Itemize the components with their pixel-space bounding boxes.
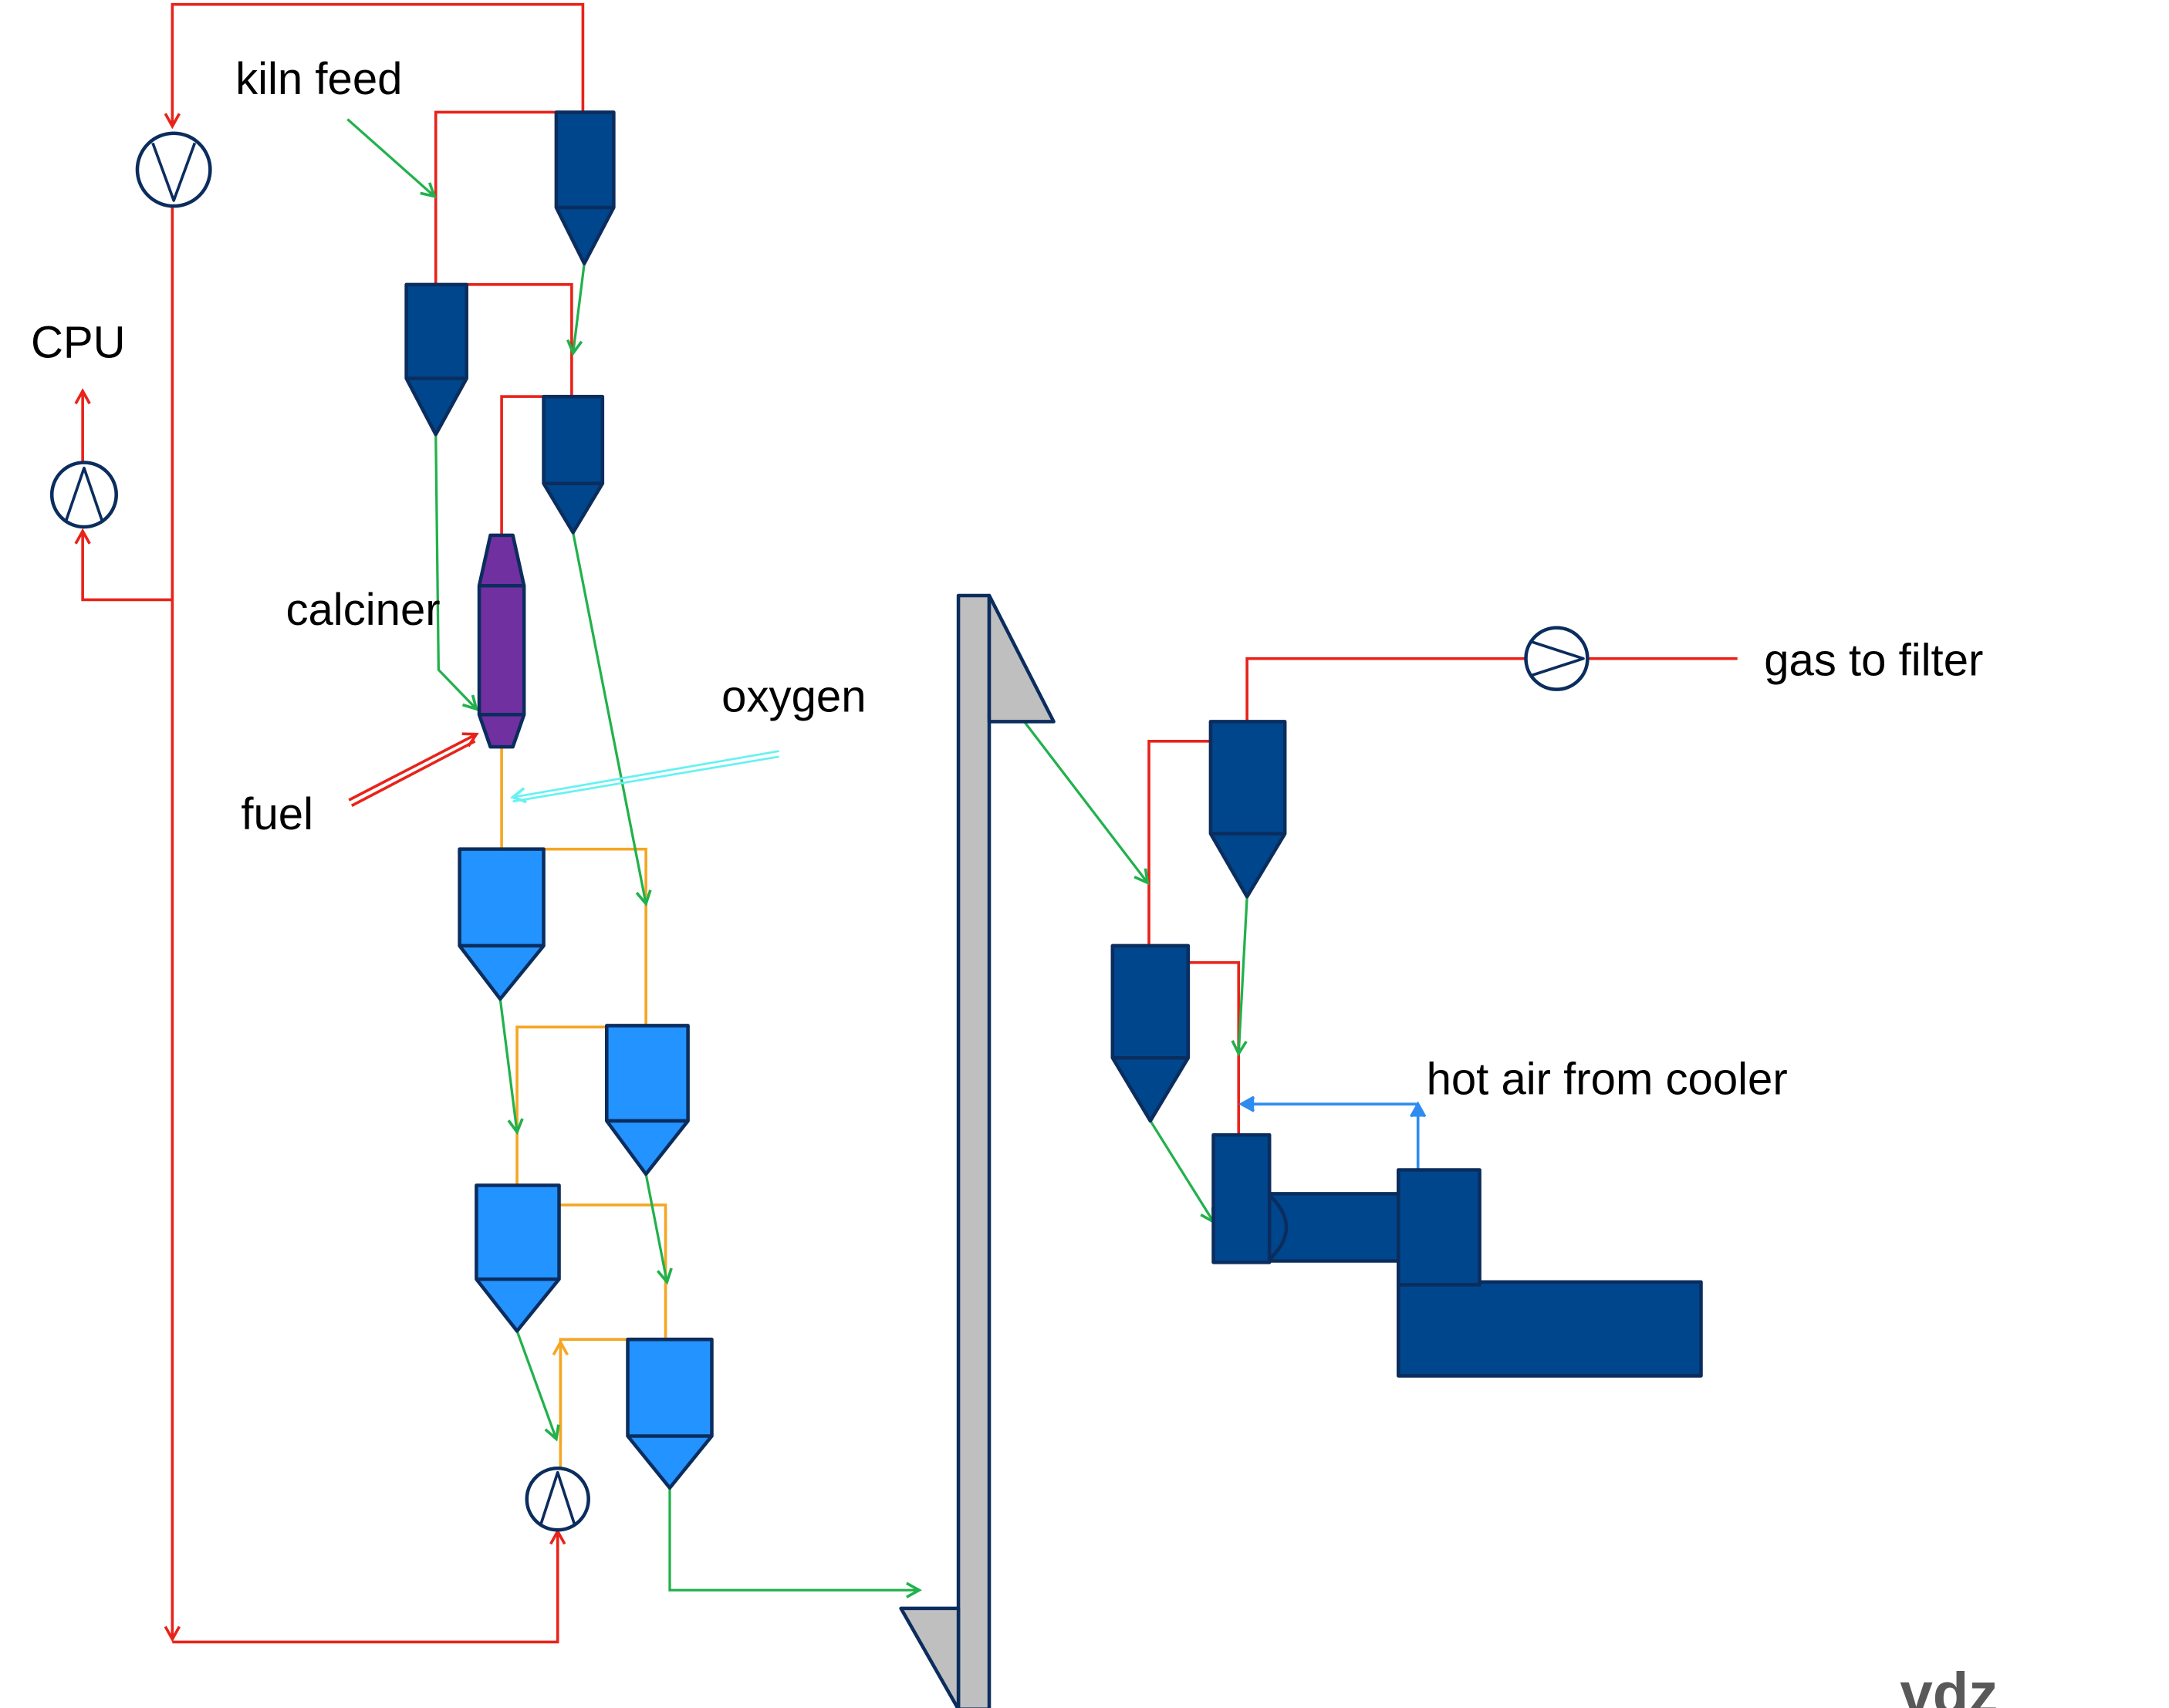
material-o2-o4 xyxy=(644,1173,667,1282)
recirculation-top-line xyxy=(172,2,585,127)
calciner-vessel xyxy=(477,533,526,749)
kiln-inlet-riser xyxy=(1211,1132,1272,1264)
material-o3-fan xyxy=(515,1330,556,1439)
material-c3-o2 xyxy=(572,532,646,903)
material-c1-c3 xyxy=(573,263,586,353)
cpu-label: CPU xyxy=(31,317,126,367)
cpu-branch-line xyxy=(83,531,173,602)
cpu-fan-icon xyxy=(49,461,118,529)
gas-line-r2-r1 xyxy=(1147,740,1211,946)
cyclone-r2 xyxy=(1110,943,1191,1123)
gas-line-c3-c2 xyxy=(466,283,573,397)
gas-line-r1-fan xyxy=(1245,657,1526,722)
rotary-kiln xyxy=(1259,1192,1417,1263)
material-elevator-r2 xyxy=(1023,721,1147,883)
gas-line-o2-o1 xyxy=(543,847,647,1026)
gas-line-riser-r2 xyxy=(1188,960,1241,1136)
cyclone-o2 xyxy=(605,1024,690,1176)
clinker-cooler xyxy=(1396,1168,1703,1378)
gas-line-o4-o3 xyxy=(559,1203,667,1340)
kiln-feed-arrow xyxy=(346,118,434,197)
gas-line-c2-c1 xyxy=(434,110,583,285)
flue-gas-lines xyxy=(83,2,1738,1644)
cyclone-c1 xyxy=(554,110,616,265)
oxygen-feed-arrow-b xyxy=(512,755,779,803)
material-o4-elevator xyxy=(668,1487,919,1591)
gas-line-calciner-c3 xyxy=(500,395,544,535)
gas-to-filter-label: gas to filter xyxy=(1764,635,1983,685)
fuel-feed-arrow-b xyxy=(350,740,476,807)
gas-line-o3-o2 xyxy=(515,1025,607,1186)
bucket-elevator xyxy=(899,593,1056,1708)
cyclone-c3 xyxy=(542,394,605,535)
oxygen-label: oxygen xyxy=(721,672,866,722)
oxygen-feed-arrow-a xyxy=(513,750,779,798)
cyclone-o1 xyxy=(458,847,546,1001)
recirculation-fan-icon xyxy=(135,131,212,208)
cyclone-c2 xyxy=(404,282,468,437)
filter-fan-icon xyxy=(1524,626,1590,691)
cyclone-o3 xyxy=(475,1183,561,1333)
fuel-feed-arrow-a xyxy=(348,734,476,802)
vdz-logo: vdz xyxy=(1900,1661,1998,1708)
material-r2-kiln xyxy=(1149,1120,1214,1222)
calciner-label: calciner xyxy=(285,585,440,635)
cyclone-r1 xyxy=(1208,720,1287,899)
bottom-fan-icon xyxy=(525,1466,590,1532)
hot-air-from-cooler-label: hot air from cooler xyxy=(1427,1054,1788,1104)
oxygen-gas-lines xyxy=(500,747,667,1469)
recirculation-return-line xyxy=(172,1531,557,1644)
material-c2-calciner xyxy=(434,434,477,709)
cyclone-o4 xyxy=(626,1337,714,1490)
gas-line-fan-o4 xyxy=(559,1338,628,1469)
kiln-feed-label: kiln feed xyxy=(235,54,402,104)
material-r1-riser xyxy=(1238,896,1248,1053)
material-o1-o3 xyxy=(498,998,517,1132)
fuel-label: fuel xyxy=(241,789,313,839)
material-lines xyxy=(346,118,1248,1591)
